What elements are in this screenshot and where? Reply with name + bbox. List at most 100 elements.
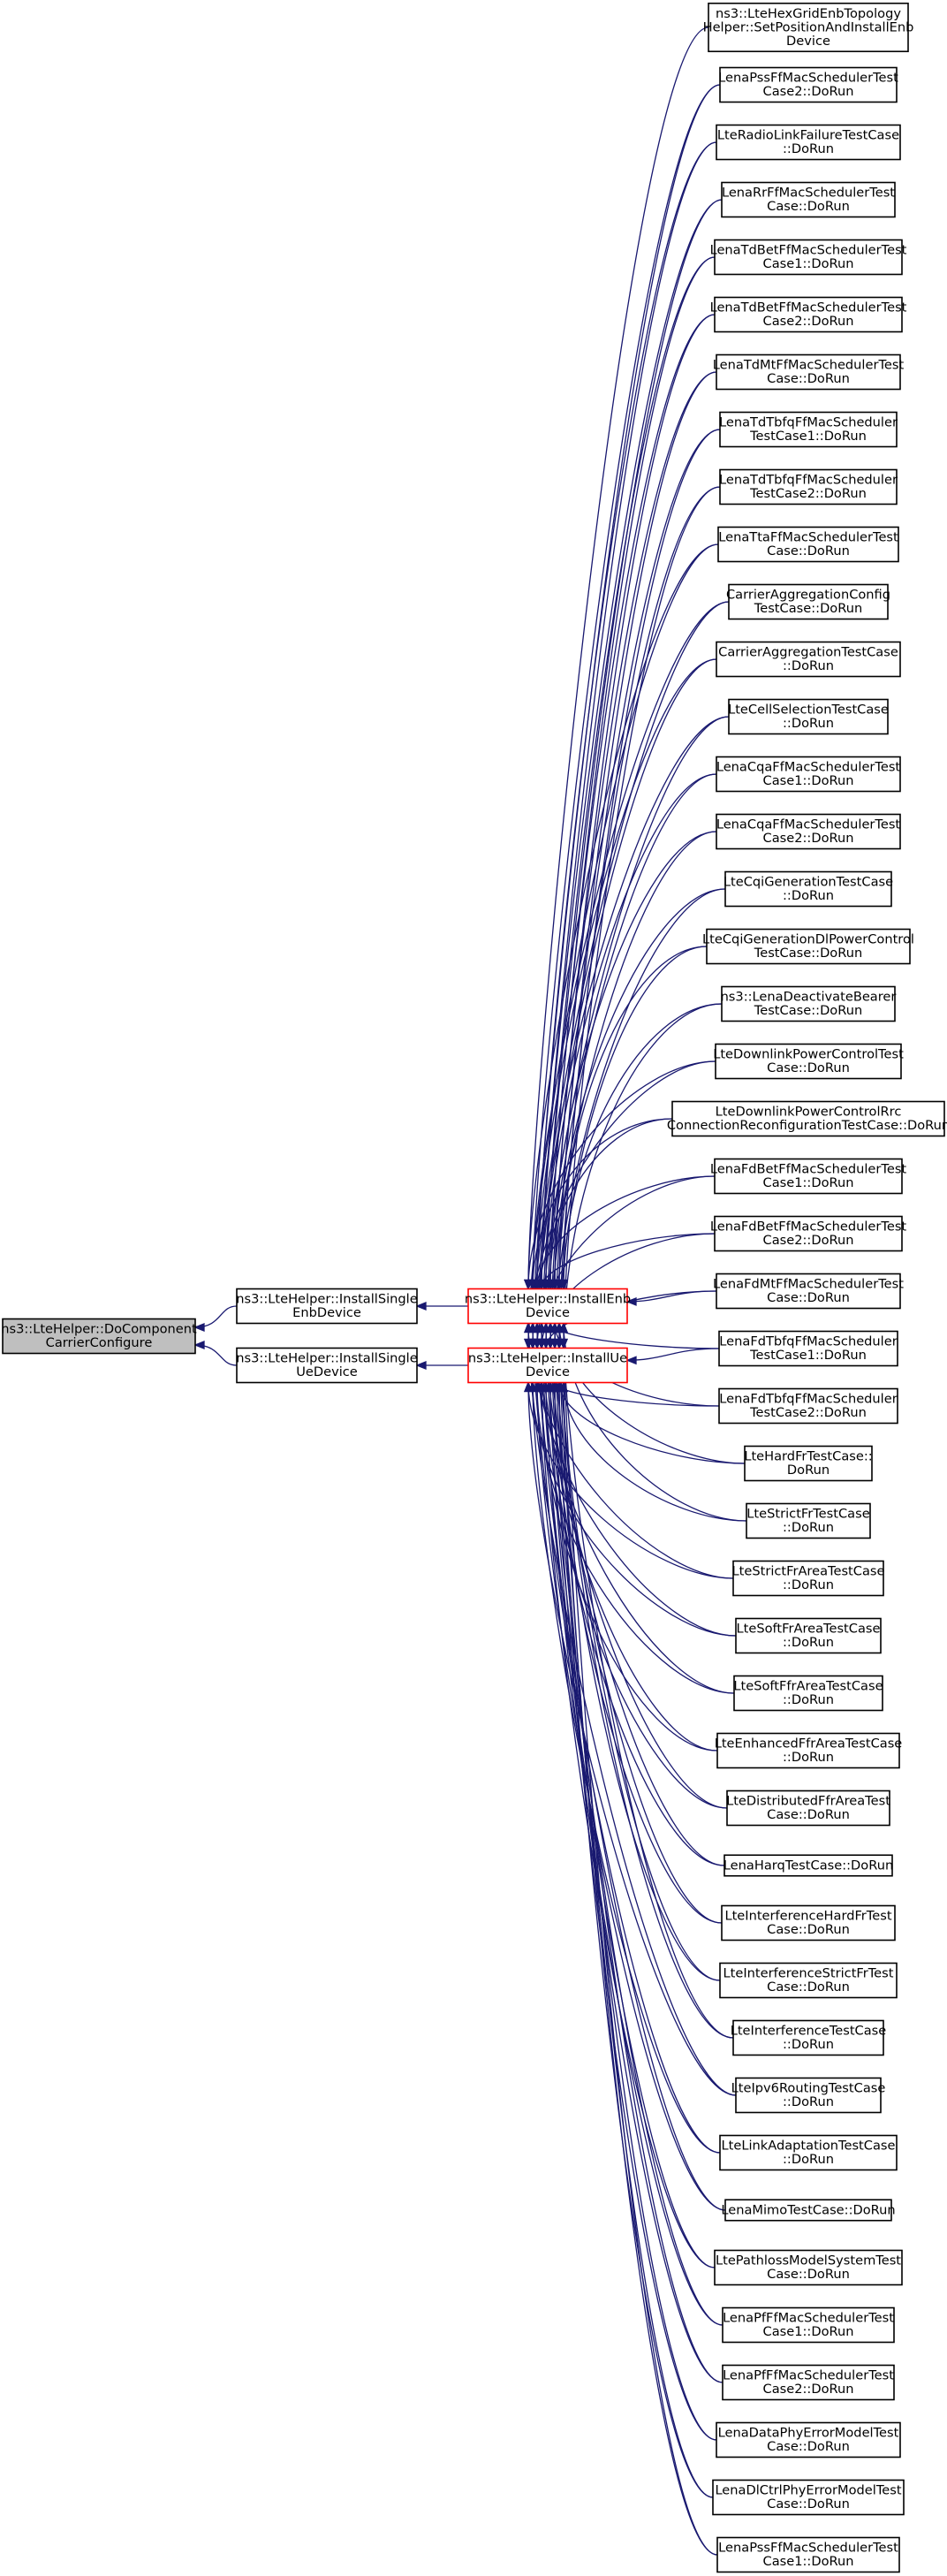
node-ltestrictfrtestcase-dorun[interactable]: LteStrictFrTestCase::DoRun bbox=[746, 1502, 871, 1539]
edge-to-enb bbox=[532, 84, 721, 1289]
node-box bbox=[716, 1273, 901, 1310]
node-box bbox=[732, 2019, 884, 2056]
edge-to-enb bbox=[541, 1323, 718, 1752]
node-label-line: Device bbox=[526, 1364, 570, 1379]
node-ltestrictfrareatestcase-dorun[interactable]: LteStrictFrAreaTestCase::DoRun bbox=[732, 1560, 885, 1597]
node-label-line: ::DoRun bbox=[783, 2152, 834, 2167]
node-label-line: LenaTdBetFfMacSchedulerTest bbox=[710, 243, 907, 258]
node-lteinterferencetestcase-dorun[interactable]: LteInterferenceTestCase::DoRun bbox=[731, 2019, 887, 2056]
arrowhead bbox=[559, 1380, 568, 1393]
node-box bbox=[735, 2077, 882, 2114]
edges-layer bbox=[193, 27, 747, 2556]
node-lteenhancedffrareatestcase-dorun[interactable]: LteEnhancedFfrAreaTestCase::DoRun bbox=[715, 1732, 903, 1769]
node-label-line: TestCase2::DoRun bbox=[749, 486, 867, 501]
edge-to-enb bbox=[536, 1323, 726, 2211]
node-box bbox=[236, 1288, 418, 1325]
node-box bbox=[722, 2364, 895, 2401]
node-box bbox=[714, 296, 903, 333]
node-ns3-ltehexgridenbtopologyhelper-setpositionandinstallenbdevice[interactable]: ns3::LteHexGridEnbTopologyHelper::SetPos… bbox=[703, 2, 914, 53]
node-label-line: LteLinkAdaptationTestCase bbox=[722, 2139, 896, 2154]
edge-to-ue bbox=[549, 1382, 724, 2383]
node-label-line: ::DoRun bbox=[783, 1577, 834, 1592]
node-box bbox=[716, 641, 901, 678]
node-label-line: LteStrictFrTestCase bbox=[746, 1507, 869, 1522]
edge-to-ue bbox=[532, 601, 730, 1349]
node-label-line: LteRadioLinkFailureTestCase bbox=[717, 128, 899, 143]
edge-to-enb bbox=[563, 1323, 734, 2039]
edge-to-enb bbox=[554, 1323, 717, 2441]
node-lenaharqtestcase-dorun[interactable]: LenaHarqTestCase::DoRun bbox=[724, 1854, 893, 1877]
node-ltesoftfrareatestcase-dorun[interactable]: LteSoftFrAreaTestCase::DoRun bbox=[735, 1617, 882, 1654]
edge-to-ue bbox=[563, 1382, 718, 2556]
node-lteradiolinkfailuretestcase-dorun[interactable]: LteRadioLinkFailureTestCase::DoRun bbox=[716, 124, 901, 161]
node-label-line: LenaPssFfMacSchedulerTest bbox=[718, 71, 898, 86]
edge-to-ue bbox=[554, 1382, 723, 1924]
node-label-line: CarrierConfigure bbox=[46, 1335, 153, 1350]
node-box bbox=[708, 2, 909, 53]
node-ltedownlinkpowercontrolrrcconnectionreconfigurationtestcase-dorun[interactable]: LteDownlinkPowerControlRrcConnectionReco… bbox=[667, 1100, 947, 1137]
node-label-line: Case::DoRun bbox=[767, 543, 850, 559]
node-ltecqigenerationdlpowercontroltestcase-dorun[interactable]: LteCqiGenerationDlPowerControlTestCase::… bbox=[702, 928, 914, 965]
edge-to-enb bbox=[532, 1118, 673, 1289]
node-label-line: ::DoRun bbox=[783, 658, 834, 673]
node-label-line: LenaTdTbfqFfMacScheduler bbox=[719, 473, 898, 488]
node-label-line: LteInterferenceHardFrTest bbox=[724, 1909, 891, 1924]
node-label-line: LteDistributedFfrAreaTest bbox=[726, 1794, 890, 1809]
node-ltecqigenerationtestcase-dorun[interactable]: LteCqiGenerationTestCase::DoRun bbox=[724, 870, 893, 908]
node-ltelinkadaptationtestcase-dorun[interactable]: LteLinkAdaptationTestCase::DoRun bbox=[719, 2134, 898, 2171]
node-ltecellselectiontestcase-dorun[interactable]: LteCellSelectionTestCase::DoRun bbox=[728, 698, 889, 735]
edge-to-ue bbox=[545, 1382, 728, 1809]
node-carrieraggregationtestcase-dorun[interactable]: CarrierAggregationTestCase::DoRun bbox=[716, 641, 901, 678]
node-box bbox=[714, 1215, 903, 1252]
node-ltehardfrtestcase-dorun[interactable]: LteHardFrTestCase::DoRun bbox=[744, 1445, 873, 1482]
node-label-line: LteInterferenceStrictFrTest bbox=[724, 1966, 894, 1981]
node-box bbox=[2, 1318, 196, 1355]
node-lenamimotestcase-dorun[interactable]: LenaMimoTestCase::DoRun bbox=[721, 2199, 896, 2222]
node-ns3-ltehelper-docomponentcarrierconfigure[interactable]: ns3::LteHelper::DoComponentCarrierConfig… bbox=[1, 1318, 197, 1355]
node-box bbox=[724, 870, 892, 908]
node-box bbox=[719, 411, 898, 448]
edge-to-enb bbox=[527, 1323, 737, 2096]
node-box bbox=[724, 1854, 893, 1877]
node-label-line: UeDevice bbox=[296, 1364, 358, 1379]
node-label-line: ns3::LteHelper::InstallEnb bbox=[465, 1292, 631, 1307]
node-lteipv6routingtestcase-dorun[interactable]: LteIpv6RoutingTestCase::DoRun bbox=[731, 2077, 886, 2114]
node-label-line: ::DoRun bbox=[783, 888, 834, 903]
node-label-line: Case::DoRun bbox=[767, 1290, 850, 1305]
node-ltesoftffrareatestcase-dorun[interactable]: LteSoftFfrAreaTestCase::DoRun bbox=[733, 1675, 883, 1712]
edge-to-ue bbox=[558, 946, 708, 1349]
node-box bbox=[735, 1617, 882, 1654]
edge-to-ue bbox=[558, 1382, 714, 2498]
